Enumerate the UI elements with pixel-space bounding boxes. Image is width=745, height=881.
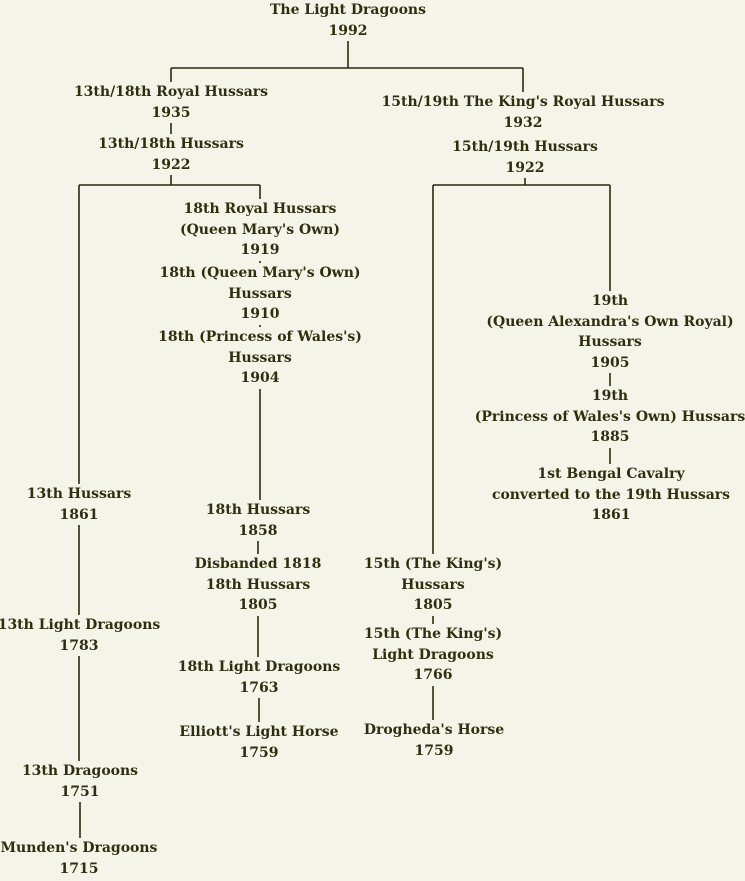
node-r-13-18-royal: 13th/18th Royal Hussars 1935 bbox=[73, 82, 269, 123]
node-line: 1935 bbox=[151, 104, 191, 121]
node-line: Drogheda's Horse bbox=[363, 722, 505, 738]
connector-lines bbox=[78, 36, 611, 840]
node-line: 1992 bbox=[328, 22, 368, 39]
node-line: Hussars bbox=[228, 285, 292, 302]
node-line: 1861 bbox=[59, 506, 99, 523]
node-r-18-qmo: 18th (Queen Mary's Own) Hussars 1910 bbox=[159, 263, 361, 325]
node-r-13-dragoons: 13th Dragoons 1751 bbox=[21, 761, 139, 802]
node-r-13-18: 13th/18th Hussars 1922 bbox=[98, 134, 244, 175]
node-line: 1751 bbox=[60, 783, 100, 800]
node-line: 1919 bbox=[240, 242, 280, 258]
node-bengal: 1st Bengal Cavalry converted to the 19th … bbox=[491, 464, 731, 526]
node-line: (Princess of Wales's Own) Hussars bbox=[474, 408, 745, 425]
node-r-18-pow: 18th (Princess of Wales's) Hussars 1904 bbox=[158, 327, 362, 389]
node-line: 1805 bbox=[238, 597, 278, 613]
node-line: Hussars bbox=[401, 576, 465, 593]
node-light-dragoons: The Light Dragoons 1992 bbox=[270, 0, 426, 41]
node-line: 1910 bbox=[240, 306, 280, 322]
node-line: 15th/19th Hussars bbox=[452, 139, 598, 155]
node-line: converted to the 19th Hussars bbox=[491, 486, 731, 503]
node-line: 1904 bbox=[240, 370, 280, 386]
node-line: 1805 bbox=[413, 597, 453, 613]
node-line: 1759 bbox=[414, 742, 454, 759]
node-r-19-qao: 19th (Queen Alexandra's Own Royal) Hussars… bbox=[486, 291, 734, 373]
node-line: 1st Bengal Cavalry bbox=[537, 466, 685, 482]
node-r-15-19: 15th/19th Hussars 1922 bbox=[452, 137, 598, 178]
node-line: (Queen Mary's Own) bbox=[179, 221, 341, 238]
node-r-18-1858: 18th Hussars 1858 bbox=[205, 500, 311, 541]
node-line: Hussars bbox=[228, 349, 292, 366]
node-line: (Queen Alexandra's Own Royal) bbox=[486, 313, 734, 330]
node-line: Elliott's Light Horse bbox=[179, 724, 339, 740]
node-line: 1858 bbox=[238, 522, 278, 539]
node-r-15-ld: 15th (The King's) Light Dragoons 1766 bbox=[363, 624, 503, 686]
node-line: Hussars bbox=[578, 334, 642, 350]
node-r-19-pow: 19th (Princess of Wales's Own) Hussars 188… bbox=[474, 386, 745, 448]
node-line: 19th bbox=[591, 293, 629, 309]
node-line: 15th (The King's) bbox=[363, 556, 503, 572]
node-r-15-19-kings: 15th/19th The King's Royal Hussars 1932 bbox=[381, 92, 665, 133]
node-line: 19th bbox=[591, 388, 629, 404]
node-r-18-ld: 18th Light Dragoons 1763 bbox=[177, 657, 341, 698]
node-line: 1861 bbox=[591, 507, 631, 523]
node-line: 13th Hussars bbox=[26, 486, 132, 502]
node-line: 1885 bbox=[590, 429, 630, 445]
node-line: 13th/18th Hussars bbox=[98, 136, 244, 152]
node-line: 13th/18th Royal Hussars bbox=[73, 84, 269, 100]
node-line: 18th (Queen Mary's Own) bbox=[159, 265, 361, 281]
node-line: 1932 bbox=[503, 114, 543, 131]
node-line: 13th Light Dragoons bbox=[0, 617, 161, 633]
node-line: 1922 bbox=[505, 159, 545, 176]
node-elliotts: Elliott's Light Horse 1759 bbox=[179, 722, 339, 763]
node-r-18-1805: Disbanded 1818 18th Hussars 1805 bbox=[194, 554, 322, 616]
node-line: 1763 bbox=[239, 679, 279, 696]
node-line: Disbanded 1818 bbox=[194, 556, 322, 572]
node-line: 15th/19th The King's Royal Hussars bbox=[381, 94, 665, 110]
node-line: 13th Dragoons bbox=[21, 763, 139, 779]
node-droghedas: Drogheda's Horse 1759 bbox=[363, 720, 505, 761]
node-line: 18th Hussars bbox=[205, 502, 311, 518]
node-line: 1759 bbox=[239, 744, 279, 761]
node-line: The Light Dragoons bbox=[270, 2, 426, 18]
node-r-13-hussars: 13th Hussars 1861 bbox=[26, 484, 132, 525]
node-line: 1783 bbox=[59, 637, 99, 654]
node-line: 1922 bbox=[151, 156, 191, 173]
node-line: 18th Hussars bbox=[205, 576, 311, 593]
node-r-18-royal: 18th Royal Hussars (Queen Mary's Own) 1919 bbox=[179, 199, 341, 261]
node-mundens: Munden's Dragoons 1715 bbox=[0, 838, 158, 879]
node-line: Light Dragoons bbox=[372, 646, 494, 663]
node-line: 1715 bbox=[59, 860, 99, 877]
node-r-13-ld: 13th Light Dragoons 1783 bbox=[0, 615, 161, 656]
node-line: 18th (Princess of Wales's) bbox=[158, 329, 362, 345]
node-line: 18th Royal Hussars bbox=[183, 201, 337, 217]
node-r-15-hussars: 15th (The King's) Hussars 1805 bbox=[363, 554, 503, 616]
node-line: 1905 bbox=[590, 354, 630, 371]
node-line: Munden's Dragoons bbox=[0, 840, 158, 856]
node-line: 1766 bbox=[413, 667, 453, 683]
node-line: 15th (The King's) bbox=[363, 626, 503, 642]
node-line: 18th Light Dragoons bbox=[177, 659, 341, 675]
